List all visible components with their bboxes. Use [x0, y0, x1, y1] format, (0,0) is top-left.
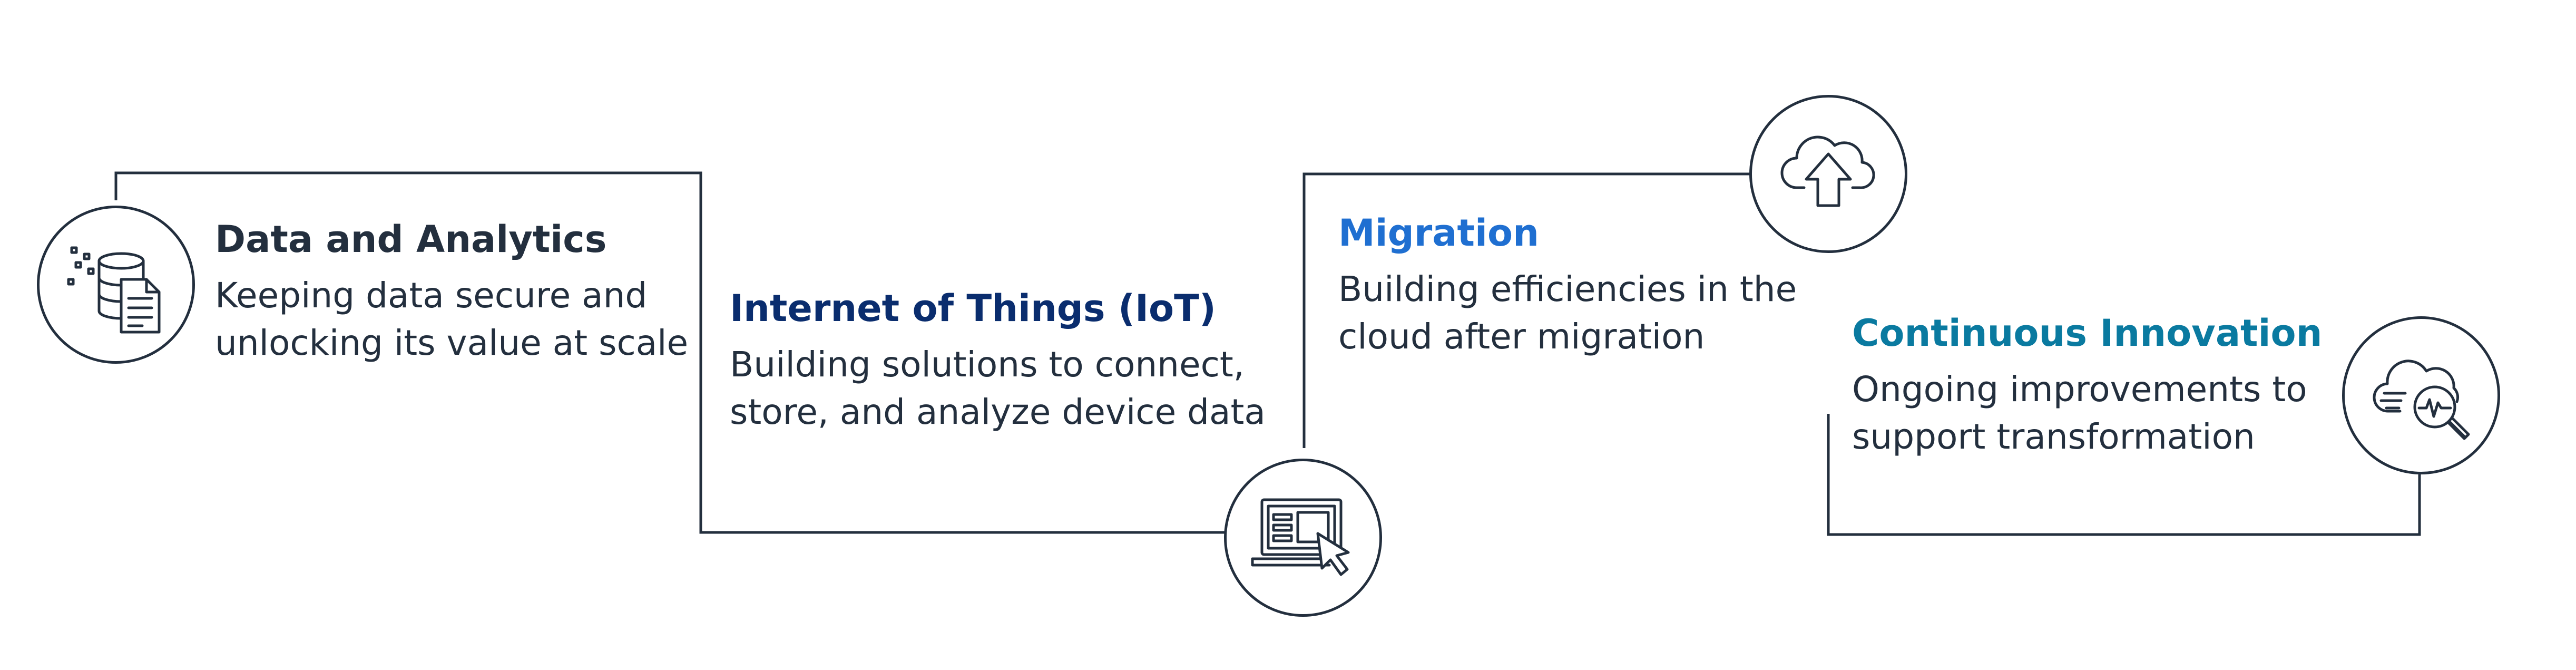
- stage-description-line: Building efficiencies in the: [1338, 269, 1797, 309]
- stage-title: Data and Analytics: [215, 218, 607, 261]
- stage-description-line: Keeping data secure and: [215, 275, 648, 316]
- data-analytics-icon-circle: [37, 206, 195, 364]
- stage-iot: Internet of Things (IoT) Building soluti…: [730, 286, 1266, 436]
- database-document-icon: [67, 246, 161, 334]
- stage-description-line: Building solutions to connect,: [730, 344, 1245, 385]
- innovation-icon-circle: [2342, 316, 2500, 474]
- stage-description-line: unlocking its value at scale: [215, 323, 689, 363]
- stage-continuous-innovation: Continuous Innovation Ongoing improvemen…: [1852, 311, 2322, 461]
- stage-description: Building efficiencies in the cloud after…: [1338, 266, 1797, 361]
- stage-title: Internet of Things (IoT): [730, 287, 1216, 330]
- stage-description: Keeping data secure and unlocking its va…: [215, 272, 688, 367]
- stage-migration: Migration Building efficiencies in the c…: [1338, 211, 1797, 361]
- cloud-monitor-search-icon: [2373, 360, 2470, 440]
- iot-icon-circle: [1224, 459, 1382, 617]
- connector-path: [114, 171, 2421, 536]
- stage-title: Continuous Innovation: [1852, 312, 2323, 355]
- stage-description-line: Ongoing improvements to: [1852, 369, 2307, 410]
- stage-description: Ongoing improvements to support transfor…: [1852, 366, 2322, 461]
- stage-title: Migration: [1338, 211, 1539, 255]
- laptop-cursor-icon: [1251, 498, 1350, 576]
- stage-description-line: store, and analyze device data: [730, 392, 1266, 432]
- stage-data-analytics: Data and Analytics Keeping data secure a…: [215, 217, 688, 367]
- stage-description: Building solutions to connect, store, an…: [730, 341, 1266, 436]
- cloud-upload-icon: [1780, 135, 1875, 207]
- migration-icon-circle: [1749, 95, 1907, 253]
- stage-description-line: cloud after migration: [1338, 316, 1705, 357]
- stage-description-line: support transformation: [1852, 416, 2255, 457]
